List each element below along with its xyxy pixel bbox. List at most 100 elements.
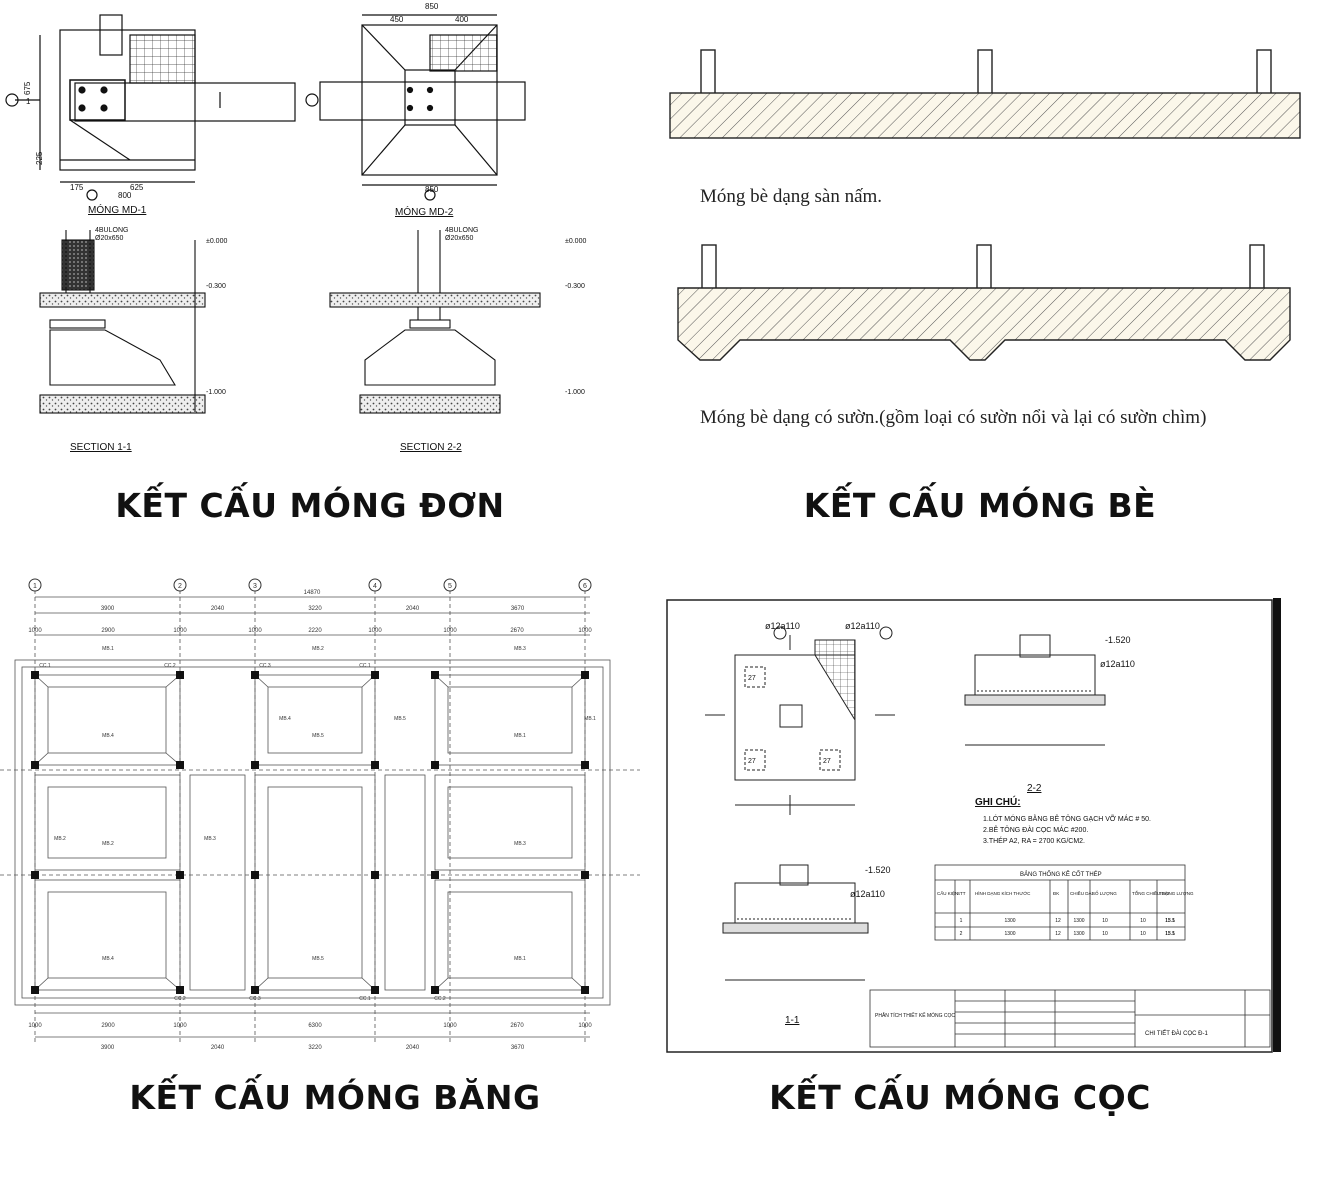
axis-bubble-6 — [578, 578, 592, 592]
bang-top-sub: 1000 — [368, 628, 382, 634]
be-desc-2: Móng bè dạng có sườn.(gồm loại có sườn n… — [700, 407, 1206, 428]
coc-pile-3: 27 — [823, 758, 831, 765]
coc-plan — [705, 626, 895, 815]
coc-table-cell: 1 — [960, 918, 963, 924]
column-label: CC.3 — [249, 996, 261, 1002]
coc-pile-1: 27 — [748, 675, 756, 682]
beam-label: MB.1 — [514, 733, 526, 739]
coc-table-cell: 1300 — [1073, 918, 1084, 924]
bang-top-sub: 2900 — [101, 628, 115, 634]
column-square — [371, 761, 379, 769]
bang-top-span: 2040 — [211, 606, 225, 612]
coc-tb-left: PHÂN TÍCH THIẾT KẾ MÓNG CỌC — [875, 1012, 955, 1019]
bang-top-sub: 1000 — [248, 628, 262, 634]
bang-top-span: 2040 — [406, 606, 420, 612]
coc-section-22 — [964, 634, 1106, 746]
mong-don-drawing: 1 175 625 800 675 225 MÓNG MD-1 850 450 … — [5, 2, 586, 453]
coc-table-cell: 2 — [960, 931, 963, 937]
coc-th-2: HÌNH DẠNG KÍCH THƯỚC — [975, 890, 1031, 896]
column-square — [31, 761, 39, 769]
md1-dim-3: 800 — [118, 191, 132, 200]
beam-label: MB.3 — [514, 646, 526, 652]
bang-bottom-sub: 1000 — [28, 1023, 42, 1029]
section-2-2 — [329, 230, 541, 414]
section2-label: SECTION 2-2 — [400, 442, 462, 453]
coc-table-title: BẢNG THỐNG KÊ CỐT THÉP — [1020, 870, 1102, 878]
coc-tb-title: CHI TIẾT ĐÀI CỌC Đ-1 — [1145, 1030, 1208, 1037]
beam-label: MB.1 — [102, 646, 114, 652]
bang-top-span: 3220 — [308, 606, 322, 612]
coc-section-22-label: 2-2 — [1027, 783, 1042, 794]
beam-label: MB.3 — [204, 836, 216, 842]
sec2-bulong-size: Ø20x650 — [445, 235, 474, 242]
column-square — [176, 986, 184, 994]
column-label: CC.2 — [174, 996, 186, 1002]
coc-frame — [666, 599, 1273, 1053]
coc-section-11 — [722, 864, 869, 981]
column-square — [431, 761, 439, 769]
be-slab-flat — [669, 49, 1301, 139]
coc-frame-edge — [1273, 598, 1281, 1052]
md2-dim-top: 850 — [425, 2, 439, 11]
section1-label: SECTION 1-1 — [70, 442, 132, 453]
md2-label: MÓNG MD-2 — [395, 205, 454, 218]
sec1-level-2: -1.000 — [206, 389, 226, 396]
column-square — [371, 671, 379, 679]
column-square — [371, 871, 379, 879]
axis-label-6: 6 — [583, 583, 587, 590]
coc-th-1: STT — [957, 891, 966, 896]
column-square — [251, 671, 259, 679]
beam-label: MB.5 — [394, 716, 406, 722]
axis-bubble-1 — [28, 578, 42, 592]
sec1-bulong-size: Ø20x650 — [95, 235, 124, 242]
md1-dim-2: 625 — [130, 183, 144, 192]
bang-bottom-span: 2040 — [406, 1045, 420, 1051]
md1-dim-4: 675 — [23, 81, 32, 95]
beam-label: MB.4 — [102, 956, 114, 962]
be-desc-1: Móng bè dạng sàn nấm. — [700, 186, 882, 207]
coc-th-6: TỔNG CHIỀU DÀI — [1132, 890, 1169, 896]
beam-label: MB.5 — [312, 733, 324, 739]
mong-coc-panel: ø12a110 ø12a110 27 27 27 -1.520 ø12a110 … — [665, 595, 1290, 1060]
coc-table-cell: 12 — [1055, 931, 1061, 937]
coc-table-cell: 10 — [1140, 918, 1146, 924]
column-square — [176, 671, 184, 679]
sec1-level-0: ±0.000 — [206, 238, 227, 245]
bang-top-sub: 1000 — [173, 628, 187, 634]
column-square — [251, 761, 259, 769]
sec2-bulong: 4BULONG — [445, 227, 478, 234]
coc-level-1: -1.520 — [1105, 635, 1131, 645]
column-square — [31, 871, 39, 879]
bang-top-sub: 1000 — [28, 628, 42, 634]
mong-be-drawing: Móng bè dạng sàn nấm. Móng bè dạng có sư… — [669, 49, 1301, 428]
coc-rebar-table — [934, 864, 1186, 941]
beam-label: MB.1 — [584, 716, 596, 722]
coc-notes-title: GHI CHÚ: — [975, 795, 1021, 808]
coc-note-1: 1.LÓT MÓNG BẰNG BÊ TÔNG GẠCH VỠ MÁC # 50… — [983, 814, 1151, 823]
coc-section-11-label: 1-1 — [785, 1015, 800, 1026]
column-square — [251, 871, 259, 879]
axis-label-5: 5 — [448, 583, 452, 590]
bang-top-sub: 2670 — [510, 628, 524, 634]
coc-table-cell: 1300 — [1004, 918, 1015, 924]
bang-top-sub: 1000 — [578, 628, 592, 634]
axis-label-1: 1 — [33, 583, 37, 590]
coc-note-3: 3.THÉP A2, RA = 2700 KG/CM2. — [983, 836, 1085, 845]
bang-top-span: 3670 — [511, 606, 525, 612]
column-label: CC.2 — [434, 996, 446, 1002]
column-square — [31, 671, 39, 679]
coc-rebar-s11: ø12a110 — [850, 889, 885, 899]
coc-rebar-1: ø12a110 — [765, 621, 800, 631]
column-square — [176, 871, 184, 879]
coc-note-2: 2.BÊ TÔNG ĐÀI CỌC MÁC #200. — [983, 825, 1088, 834]
column-square — [581, 986, 589, 994]
column-label: CC.1 — [39, 663, 51, 669]
md1-dim-5: 225 — [35, 151, 44, 165]
column-square — [581, 761, 589, 769]
column-square — [431, 671, 439, 679]
md2-dim-2: 400 — [455, 15, 469, 24]
column-square — [431, 871, 439, 879]
caption-mong-bang: KẾT CẤU MÓNG BĂNG — [129, 1078, 541, 1117]
sec2-level-1: -0.300 — [565, 283, 585, 290]
